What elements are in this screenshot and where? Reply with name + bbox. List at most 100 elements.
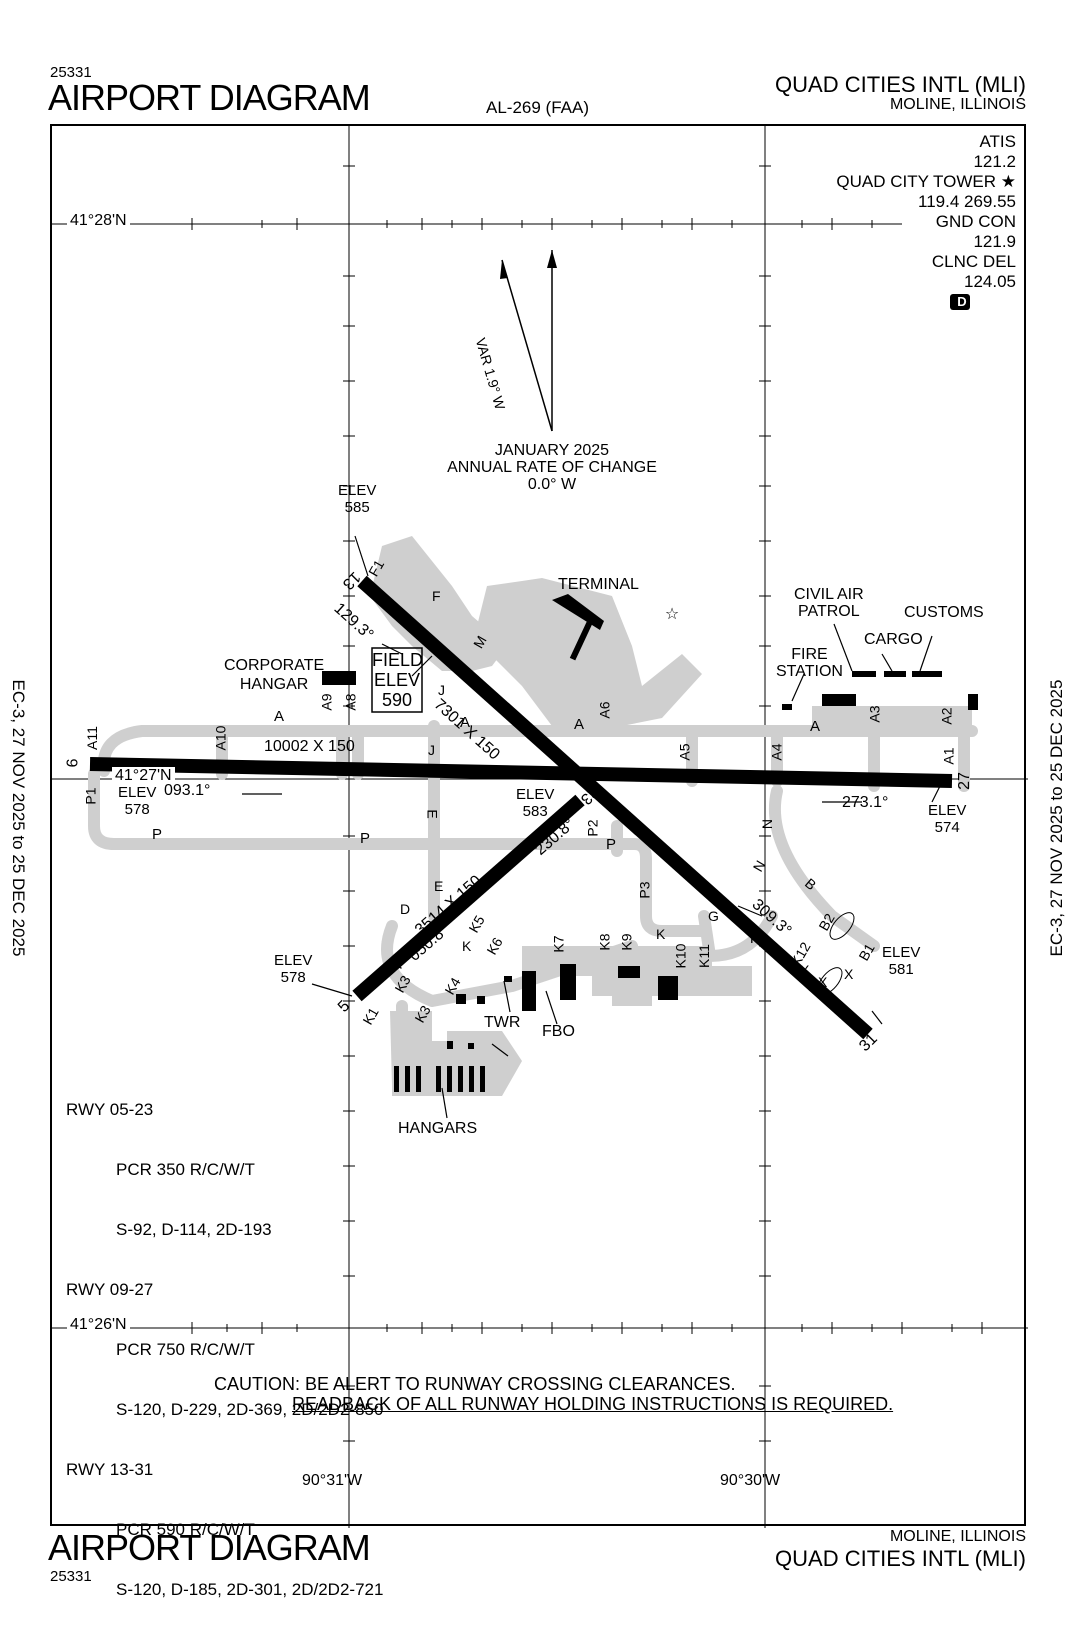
header-airport-name: QUAD CITIES INTL (MLI) [775,72,1026,97]
field-elev-l1: FIELD [372,650,424,670]
field-elev-l2: ELEV [373,670,421,690]
elev-585-l1: ELEV [338,482,377,499]
lat-label-26: 41°26'N [67,1316,130,1334]
twy-a8: A8 [342,693,359,711]
twy-k8: K8 [596,933,613,951]
magnetic-north-arrow [500,260,508,279]
rwy-05-23-pcr: PCR 350 R/C/W/T [116,1160,255,1179]
hangars-label: HANGARS [398,1120,478,1137]
twy-k-3: K [750,930,760,946]
twy-p-2: P [360,830,371,847]
header-chart-ref: AL-269 (FAA) [486,98,589,117]
civil-air-patrol-building [782,704,792,710]
lat-label-28: 41°28'N [67,212,130,230]
twy-a3: A3 [866,705,883,723]
fire-line2: STATION [776,663,843,680]
elev-581-l1: ELEV [882,944,921,961]
corporate-hangar-label: CORPORATE HANGAR [224,656,324,694]
corporate-hangar-building [322,671,356,685]
magnetic-rate-label: ANNUAL RATE OF CHANGE [447,459,657,476]
true-north-arrow [547,250,557,268]
lon-label-30: 90°30'W [720,1472,781,1489]
twy-a6: A6 [596,701,613,719]
tower-star-icon: ☆ [665,604,679,623]
twy-p1: P1 [82,787,99,805]
twy-x-1: X [800,962,810,978]
atis-label: ATIS [979,132,1016,151]
header-city: MOLINE, ILLINOIS [889,96,1026,113]
twy-n-1: N [759,818,776,830]
tower-label: QUAD CITY TOWER ★ [836,172,1016,191]
twy-f: F [432,588,441,604]
elev-578-sw: ELEV 578 [274,952,312,986]
customs-label: CUSTOMS [904,604,984,621]
elev-578-w: ELEV 578 [118,784,156,818]
terminal-building [552,594,604,630]
airspace-class-label: D [957,294,967,309]
field-elev-box [371,647,423,713]
cargo-building-3 [912,671,942,677]
elev-574: ELEV 574 [928,802,966,836]
twy-x-2: X [818,974,828,990]
twy-a4: A4 [768,743,785,761]
footer-city: MOLINE, ILLINOIS [889,1528,1026,1545]
elev-578sw-l1: ELEV [274,952,313,969]
fire-station-label: FIRE STATION [776,646,843,680]
twy-j-2: J [428,742,435,758]
runway-data-panel: RWY 05-23 PCR 350 R/C/W/T S-92, D-114, 2… [66,1060,383,1620]
elev-583-l1: ELEV [516,786,555,803]
gnd-freq: 121.9 [973,232,1016,251]
header-chart-id: 25331 [50,64,92,81]
cap-line2: PATROL [798,603,860,620]
twy-k-1: K [462,938,472,954]
hdg-093-label: 093.1° [164,782,211,799]
runway-13-31 [357,575,873,1040]
twy-k-2: K [656,926,666,942]
clnc-label: CLNC DEL [931,252,1016,271]
terminal-apron [370,536,972,1096]
elev-583-l2: 583 [522,803,548,820]
elev-578sw-l2: 578 [280,969,306,986]
lon-label-31: 90°31'W [302,1472,363,1489]
rwy-05-23-wt: S-92, D-114, 2D-193 [116,1220,272,1239]
field-elev-label: FIELD ELEV 590 [372,650,424,710]
twy-k9: K9 [618,933,635,951]
elev-574-l1: ELEV [928,802,967,819]
twy-k11: K11 [695,944,712,968]
header-title: AIRPORT DIAGRAM [48,77,371,118]
twy-e-2: E [434,878,444,894]
tower-freq: 119.4 269.55 [918,192,1016,211]
elev-578w-l2: 578 [124,801,150,818]
cargo-label: CARGO [864,631,923,648]
runway-9-27 [89,757,953,788]
twy-j-1: J [438,682,445,698]
magnetic-rate: 0.0° W [527,476,577,493]
rwy-27-label: 27 [955,772,973,790]
twy-k10: K10 [672,943,689,969]
runways [89,575,953,1040]
footer-chart-id: 25331 [50,1568,92,1585]
twy-p3: P3 [636,881,653,899]
twy-d: D [400,901,411,917]
twy-p-3: P [606,836,617,853]
twy-p2: P2 [584,819,601,837]
airport-map: ☆ [52,126,1028,1528]
twy-a5: A5 [676,743,693,761]
class-d-badge [950,294,970,310]
magnetic-date: JANUARY 2025 [494,442,610,459]
gnd-label: GND CON [935,212,1016,231]
field-elev-l3: 590 [381,690,413,710]
elev-583: ELEV 583 [516,786,554,820]
runway-5-23 [352,794,585,1002]
frequency-panel: ATIS 121.2 QUAD CITY TOWER ★ 119.4 269.5… [836,132,1016,292]
twy-a11: A11 [83,726,100,750]
elev-574-l2: 574 [934,819,960,836]
fbo-label: FBO [542,1023,575,1040]
twy-a-3: A [574,716,585,733]
terminal-label: TERMINAL [558,576,639,593]
twy-a10: A10 [212,725,229,751]
twy-g: G [708,908,719,924]
rwy-09-27-id: RWY 09-27 [66,1280,154,1299]
caution-line1: CAUTION: BE ALERT TO RUNWAY CROSSING CLE… [214,1374,736,1394]
rwy-09-27-pcr: PCR 750 R/C/W/T [116,1340,255,1359]
